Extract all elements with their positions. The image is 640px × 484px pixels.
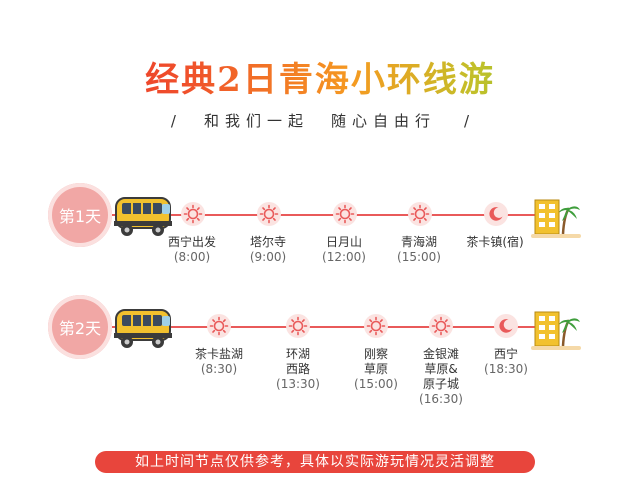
day-1-badge: 第1天 — [48, 183, 112, 247]
sun-icon — [286, 314, 310, 338]
stop-label: 茶卡镇(宿) — [455, 235, 535, 250]
stop-label: 茶卡盐湖 (8:30) — [179, 347, 259, 377]
day-1-timeline — [80, 214, 535, 216]
subtitle: / 和我们一起 随心自由行 / — [0, 110, 640, 131]
hotel-icon — [531, 311, 581, 350]
stop-time: (8:30) — [200, 362, 238, 376]
stop-label: 青海湖 (15:00) — [379, 235, 459, 265]
stop-time: (9:00) — [249, 250, 287, 264]
stop-name: 金银滩 草原& 原子城 — [422, 347, 459, 391]
stop-name: 塔尔寺 — [249, 235, 286, 249]
sun-icon — [364, 314, 388, 338]
sun-icon — [408, 202, 432, 226]
stop-label: 日月山 (12:00) — [304, 235, 384, 265]
subtitle-part2: 随心自由行 — [331, 112, 437, 130]
stop-time: (16:30) — [419, 392, 463, 406]
stop-label: 西宁出发 (8:00) — [152, 235, 232, 265]
subtitle-right-slash: / — [464, 112, 470, 130]
stop-name: 日月山 — [325, 235, 362, 249]
van-icon — [114, 309, 172, 348]
footer-note: 如上时间节点仅供参考，具体以实际游玩情况灵活调整 — [95, 451, 535, 473]
stop-label: 金银滩 草原& 原子城 (16:30) — [401, 347, 481, 407]
stop-time: (15:00) — [354, 377, 398, 391]
stop-name: 环湖 西路 — [285, 347, 310, 376]
moon-icon — [484, 202, 508, 226]
stop-time: (12:00) — [322, 250, 366, 264]
page-title: 经典2日青海小环线游 — [0, 52, 640, 101]
hotel-icon — [531, 199, 581, 238]
sun-icon — [257, 202, 281, 226]
stop-time: (13:30) — [276, 377, 320, 391]
stop-time: (15:00) — [397, 250, 441, 264]
stop-time: (8:00) — [173, 250, 211, 264]
van-icon — [114, 197, 172, 236]
stop-time: (18:30) — [484, 362, 528, 376]
stop-name: 茶卡盐湖 — [194, 347, 243, 361]
sun-icon — [207, 314, 231, 338]
stop-name: 西宁出发 — [167, 235, 216, 249]
stop-label: 环湖 西路 (13:30) — [258, 347, 338, 392]
sun-icon — [333, 202, 357, 226]
stop-label: 刚察 草原 (15:00) — [336, 347, 416, 392]
stop-name: 茶卡镇(宿) — [466, 235, 524, 249]
stop-label: 塔尔寺 (9:00) — [228, 235, 308, 265]
subtitle-part1: 和我们一起 — [203, 112, 309, 130]
stop-name: 青海湖 — [400, 235, 437, 249]
sun-icon — [181, 202, 205, 226]
stop-name: 西宁 — [493, 347, 518, 361]
stop-name: 刚察 草原 — [363, 347, 388, 376]
subtitle-left-slash: / — [170, 112, 176, 130]
stop-label: 西宁 (18:30) — [466, 347, 546, 377]
moon-icon — [494, 314, 518, 338]
sun-icon — [429, 314, 453, 338]
day-2-badge: 第2天 — [48, 295, 112, 359]
